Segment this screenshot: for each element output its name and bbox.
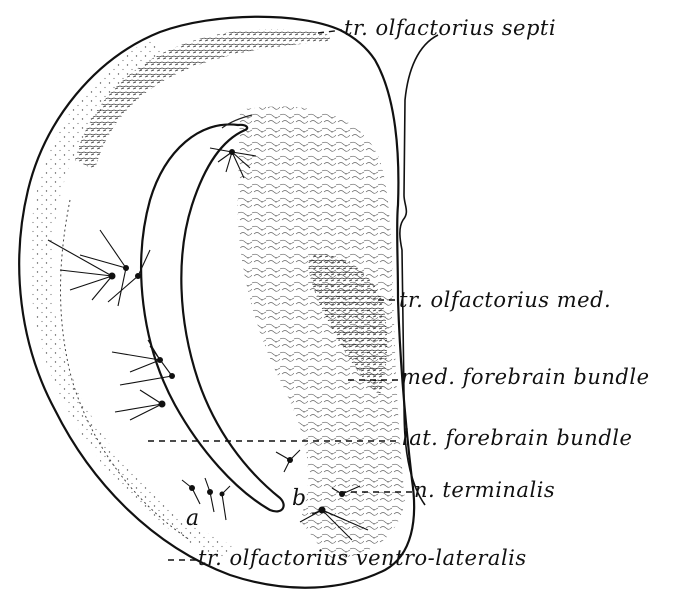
label-med-forebrain-bundle: med. forebrain bundle xyxy=(401,367,650,388)
label-tr-olfactorius-septi: tr. olfactorius septi xyxy=(344,18,556,39)
label-n-terminalis: n. terminalis xyxy=(414,480,555,501)
neuron-cluster-left-2 xyxy=(112,340,175,420)
neuron-center xyxy=(276,450,300,472)
label-tr-olfactorius-ventro-lateralis: tr. olfactorius ventro-lateralis xyxy=(198,548,527,569)
label-tr-olfactorius-med: tr. olfactorius med. xyxy=(399,290,611,311)
letter-b: b xyxy=(292,488,306,510)
outer-stipple-band xyxy=(30,40,232,560)
label-lat-forebrain-bundle: lat. forebrain bundle xyxy=(402,428,632,449)
letter-a: a xyxy=(186,508,199,530)
